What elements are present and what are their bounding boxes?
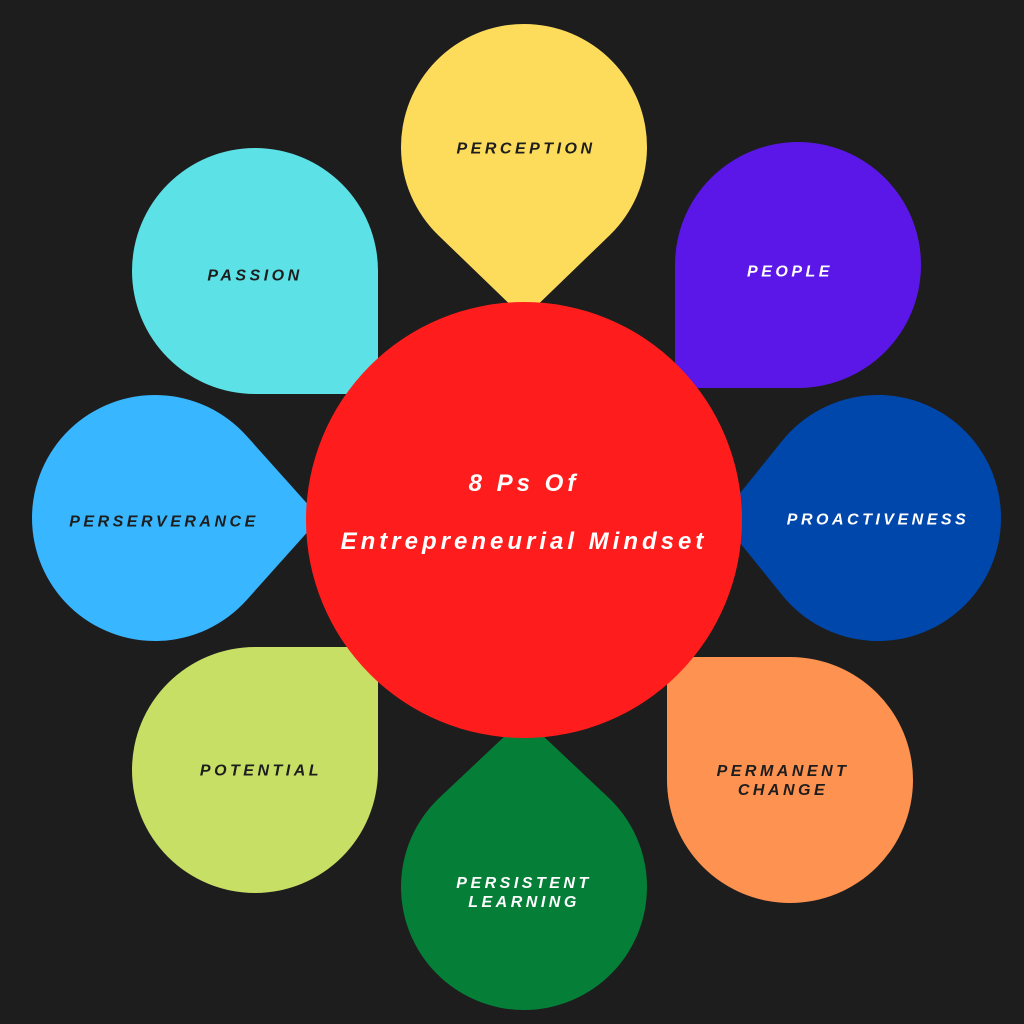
petal-permanent-change bbox=[667, 657, 913, 903]
petal-label-line: PEOPLE bbox=[747, 263, 833, 281]
petal-label-potential: POTENTIAL bbox=[200, 762, 322, 781]
petal-perserverance bbox=[31, 395, 316, 641]
petal-label-people: PEOPLE bbox=[747, 263, 833, 282]
petal-label-perserverance: PERSERVERANCE bbox=[69, 513, 259, 532]
petal-perception bbox=[400, 23, 647, 314]
petal-label-line: PROACTIVENESS bbox=[786, 511, 970, 529]
petal-persistent-learning bbox=[400, 722, 647, 1011]
petal-label-line: PASSION bbox=[207, 267, 303, 285]
center-title: 8 Ps Of Entrepreneurial Mindset bbox=[306, 455, 742, 571]
center-circle bbox=[306, 302, 742, 738]
petal-people bbox=[675, 142, 921, 388]
petal-label-permanent-change: PERMANENT CHANGE bbox=[717, 762, 850, 800]
petal-label-passion: PASSION bbox=[207, 267, 302, 286]
petal-label-line: CHANGE bbox=[737, 782, 829, 799]
petal-proactiveness bbox=[723, 395, 1001, 641]
petal-label-persistent-learning: PERSISTENT LEARNING bbox=[456, 874, 591, 912]
center-title-line-2: Entrepreneurial Mindset bbox=[340, 528, 708, 555]
petal-label-line: PERMANENT bbox=[716, 763, 850, 780]
petal-passion bbox=[132, 148, 378, 394]
petal-label-line: PERSERVERANCE bbox=[69, 513, 259, 531]
center-title-line-1: 8 Ps Of bbox=[468, 470, 580, 497]
petal-label-perception: PERCEPTION bbox=[456, 140, 595, 159]
petal-label-line: PERSISTENT bbox=[456, 875, 592, 892]
petal-label-line: LEARNING bbox=[468, 894, 580, 911]
petal-label-line: POTENTIAL bbox=[199, 762, 323, 780]
petal-label-line: PERCEPTION bbox=[456, 140, 596, 158]
petal-label-proactiveness: PROACTIVENESS bbox=[787, 511, 969, 530]
petal-potential bbox=[132, 647, 378, 893]
